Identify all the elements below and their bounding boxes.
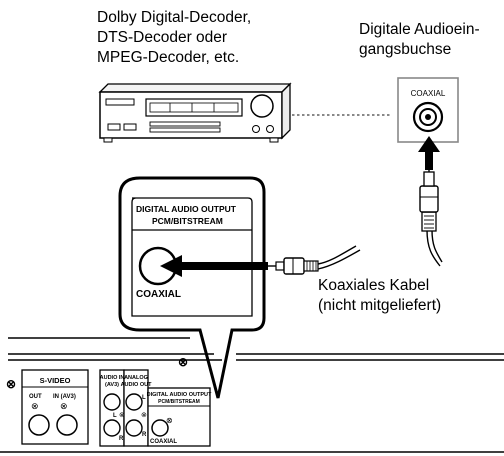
arrow-left-icon-head: [160, 255, 182, 277]
analog-r-label: R: [142, 432, 147, 438]
audio-in-l-label: L: [113, 413, 117, 419]
digital-coaxial-jack: [151, 419, 169, 437]
audio-in-label-1: AUDIO IN: [100, 375, 125, 381]
analog-screw-icon: ⊗: [141, 412, 147, 419]
panel-screw-icon-2: ⊗: [6, 377, 16, 391]
zoom-callout: DIGITAL AUDIO OUTPUT PCM/BITSTREAM COAXI…: [118, 176, 266, 399]
svideo-label: S-VIDEO: [40, 376, 71, 385]
decoder-label: Dolby Digital-Decoder, DTS-Decoder oder …: [97, 8, 251, 68]
decoder-label-line-2: DTS-Decoder oder: [97, 29, 228, 46]
svideo-out-screw-icon: ⊗: [31, 401, 39, 411]
zoom-header-line-2: PCM/BITSTREAM: [152, 216, 223, 226]
arrow-up-icon-head: [418, 136, 440, 152]
audio-input-label-line-1: Digitale Audioein-: [359, 21, 480, 38]
zoom-header-line-1: DIGITAL AUDIO OUTPUT: [136, 204, 237, 214]
audio-input-label: Digitale Audioein- gangsbuchse: [359, 20, 480, 60]
arrow-up-icon: [425, 150, 433, 170]
vertical-cable: [418, 136, 443, 267]
cable-label: Koaxiales Kabel (nicht mitgeliefert): [318, 276, 441, 316]
audio-in-label-2: (AV3): [105, 382, 119, 388]
decoder-receiver: [98, 82, 292, 143]
zoom-coaxial-label: COAXIAL: [136, 289, 181, 300]
receiver-coaxial-label: COAXIAL: [411, 89, 446, 98]
cable-label-line-2: (nicht mitgeliefert): [318, 297, 442, 314]
analog-label-1: ANALOG: [124, 375, 148, 381]
svideo-out-jack: [28, 414, 50, 436]
receiver-coaxial-jack: COAXIAL: [397, 77, 459, 143]
svideo-in-jack: [56, 414, 78, 436]
horizontal-cable: [160, 245, 361, 277]
svideo-out-label: OUT: [29, 394, 42, 400]
audio-in-screw-icon: ⊗: [119, 412, 125, 419]
svideo-in-label: IN (AV3): [53, 394, 76, 400]
dvd-rear-panel: ⊗ ⊗ S-VIDEO OUT IN (AV3) ⊗ ⊗ AUDIO IN (A…: [0, 337, 504, 453]
panel-screw-icon-1: ⊗: [178, 355, 188, 369]
cable-label-line-1: Koaxiales Kabel: [318, 277, 430, 294]
digital-out-label-1: DIGITAL AUDIO OUTPUT: [147, 392, 212, 398]
decoder-label-line-1: Dolby Digital-Decoder,: [97, 9, 252, 26]
audio-in-r-label: R: [119, 436, 124, 442]
analog-label-2: AUDIO OUT: [121, 382, 153, 388]
svideo-in-screw-icon: ⊗: [60, 401, 68, 411]
digital-out-label-2: PCM/BITSTREAM: [158, 399, 200, 405]
audio-input-label-line-2: gangsbuchse: [359, 41, 452, 58]
decoder-label-line-3: MPEG-Decoder, etc.: [97, 49, 240, 66]
arrow-left-icon: [176, 262, 268, 270]
digital-out-screw-icon: ⊗: [166, 416, 173, 425]
digital-coaxial-label: COAXIAL: [150, 439, 177, 445]
analog-l-label: L: [142, 395, 146, 401]
